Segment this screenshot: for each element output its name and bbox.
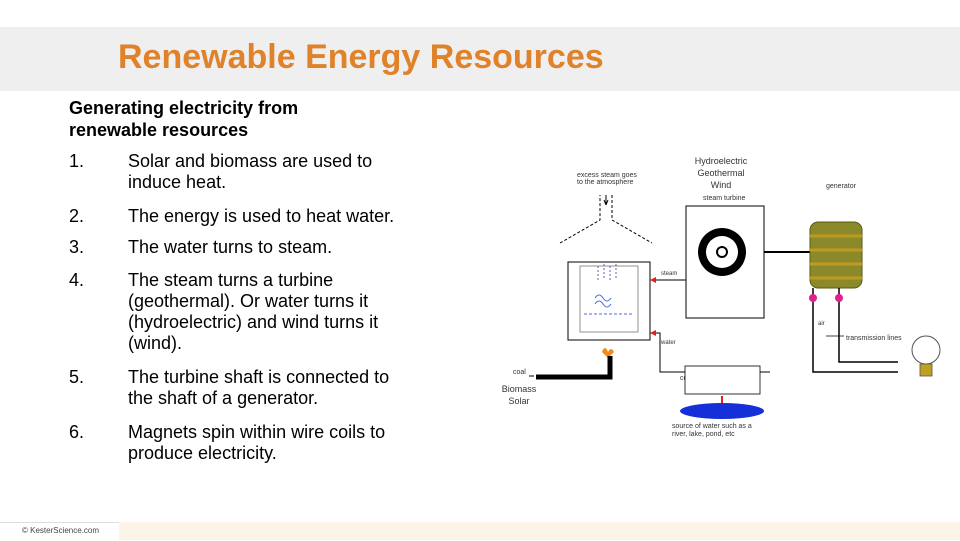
power-plant-diagram: Hydroelectric Geothermal Wind excess ste… xyxy=(502,156,941,438)
boiler-tank xyxy=(579,265,639,333)
flame-icon xyxy=(602,348,614,358)
footer-bar xyxy=(119,522,960,540)
water-source xyxy=(680,403,764,419)
step-line: (geothermal). Or water turns it xyxy=(128,291,369,311)
step-number: 4. xyxy=(69,270,85,290)
step-number: 6. xyxy=(69,422,85,442)
label-steam-turbine: steam turbine xyxy=(703,195,746,202)
footer-logo-area xyxy=(0,522,119,541)
label-steam: steam xyxy=(661,271,677,277)
label-hydroelectric: Hydroelectric xyxy=(695,156,748,166)
steam-turbine-wheel xyxy=(698,228,746,276)
subtitle: Generating electricity from renewable re… xyxy=(69,97,369,141)
step-line: (hydroelectric) and wind turns it xyxy=(128,312,379,332)
generator xyxy=(809,221,863,289)
subtitle-line: Generating electricity from xyxy=(69,98,299,118)
step-line: The energy is used to heat water. xyxy=(128,206,395,226)
step-number: 1. xyxy=(69,151,85,171)
step-line: Solar and biomass are used to xyxy=(128,151,373,171)
light-bulb-icon xyxy=(911,335,941,377)
steam-arrow xyxy=(650,277,656,283)
label-coal: coal xyxy=(513,369,526,376)
cooling-hood xyxy=(559,195,653,244)
label-wind: Wind xyxy=(711,180,732,190)
steam-wisps xyxy=(594,294,612,308)
label-air: air xyxy=(818,321,825,327)
step-line: induce heat. xyxy=(128,172,227,192)
step-line: produce electricity. xyxy=(128,443,277,463)
step-number: 2. xyxy=(69,206,85,226)
label-generator: generator xyxy=(826,183,857,190)
step-text: Magnets spin within wire coils to produc… xyxy=(128,422,428,464)
vapor-lines xyxy=(597,264,617,280)
step-line: The turbine shaft is connected to xyxy=(128,367,390,387)
step-text: Solar and biomass are used to induce hea… xyxy=(128,151,428,193)
step-line: Magnets spin within wire coils to xyxy=(128,422,386,442)
page-title: Renewable Energy Resources xyxy=(118,38,604,76)
label-excess-steam-2: to the atmosphere xyxy=(577,179,634,186)
step-number: 3. xyxy=(69,237,85,257)
excess-steam-arrow xyxy=(603,195,609,206)
step-line: (wind). xyxy=(128,333,183,353)
step-text: The steam turns a turbine (geothermal). … xyxy=(128,270,428,354)
step-text: The turbine shaft is connected to the sh… xyxy=(128,367,428,409)
power-cables xyxy=(812,288,898,373)
step-text: The water turns to steam. xyxy=(128,237,428,258)
condenser-box xyxy=(684,365,761,395)
label-water: water xyxy=(660,340,676,346)
step-line: The steam turns a turbine xyxy=(128,270,334,290)
step-number: 5. xyxy=(69,367,85,387)
water-arrow xyxy=(650,330,656,336)
label-excess-steam: excess steam goes xyxy=(577,172,637,179)
label-solar: Solar xyxy=(508,396,529,406)
label-source-2: river, lake, pond, etc xyxy=(672,431,735,438)
title-bar xyxy=(0,27,960,91)
label-transmission: transmission lines xyxy=(846,335,902,342)
copyright-credit: © KesterScience.com xyxy=(22,526,100,535)
terminal-left xyxy=(809,294,817,302)
coal-feed-pipe xyxy=(536,356,613,380)
label-geothermal: Geothermal xyxy=(697,168,744,178)
label-source: source of water such as a xyxy=(672,423,752,430)
step-text: The energy is used to heat water. xyxy=(128,206,428,227)
label-biomass: Biomass xyxy=(502,384,537,394)
terminal-right xyxy=(835,294,843,302)
subtitle-line: renewable resources xyxy=(69,120,249,140)
step-line: The water turns to steam. xyxy=(128,237,333,257)
step-line: the shaft of a generator. xyxy=(128,388,319,408)
